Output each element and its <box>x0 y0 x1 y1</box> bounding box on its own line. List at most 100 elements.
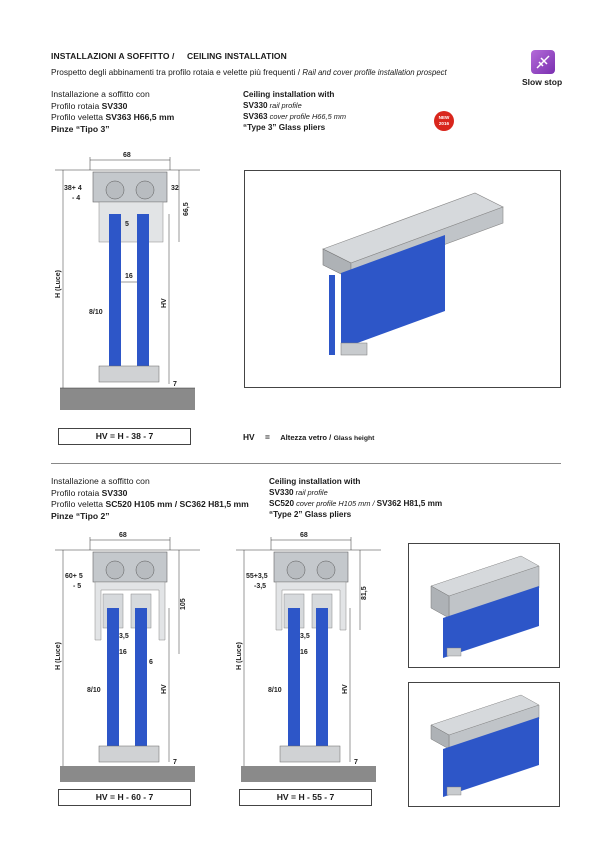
glass-left <box>109 214 121 372</box>
floor-guide <box>98 365 160 383</box>
s2-en-line3: SC520 cover profile H105 mm / SV362 H81,… <box>269 498 442 509</box>
section2-3d-view-bottom <box>408 682 560 807</box>
cover-profile-105 <box>94 581 166 641</box>
s2-en-line1: Ceiling installation with <box>269 477 361 486</box>
floor <box>60 766 195 782</box>
dim-60-a: 60+ 5 <box>65 573 83 580</box>
dim-5: 5 <box>125 221 129 228</box>
legend-en: Glass height <box>333 435 375 442</box>
dim-hluce: H (Luce) <box>55 642 62 670</box>
rail-profile <box>92 171 168 203</box>
s1-it-line3: Profilo veletta SV363 H66,5 mm <box>51 112 174 124</box>
dim-60-b: - 5 <box>73 583 81 590</box>
section2-right-formula: HV = H - 55 - 7 <box>239 789 372 806</box>
subtitle-italian: Prospetto degli abbinamenti tra profilo … <box>51 67 301 77</box>
dim-16: 16 <box>125 273 133 280</box>
section2-italian-text: Installazione a soffitto con Profilo rot… <box>51 476 249 522</box>
floor-guide-3d <box>340 342 368 356</box>
subtitle-english: Rail and cover profile installation pros… <box>302 68 447 77</box>
dim-105: 105 <box>180 598 187 610</box>
floor <box>60 388 195 410</box>
dim-hluce: H (Luce) <box>55 270 62 298</box>
s2-it-line3-a: Profilo veletta <box>51 499 106 509</box>
wheel-left <box>105 180 125 200</box>
glass-left <box>107 608 119 750</box>
s2-en-line2: SV330 rail profile <box>269 487 442 498</box>
s2-it-line3: Profilo veletta SC520 H105 mm / SC362 H8… <box>51 499 249 511</box>
s2-en-line2-b: rail profile <box>293 488 328 497</box>
section2-english-text: Ceiling installation with SV330 rail pro… <box>269 476 442 520</box>
s1-en-line3: SV363 cover profile H66,5 mm <box>243 111 346 122</box>
s2-it-line4: Pinze “Tipo 2” <box>51 510 110 521</box>
section1-formula: HV = H - 38 - 7 <box>58 428 191 445</box>
glass-right <box>135 608 147 750</box>
s1-it-line4: Pinze “Tipo 3” <box>51 123 110 134</box>
dim-55-b: -3,5 <box>254 583 266 590</box>
s1-en-line2: SV330 rail profile <box>243 100 346 111</box>
s1-it-line2-b: SV330 <box>101 100 128 111</box>
section2-left-formula: HV = H - 60 - 7 <box>58 789 191 806</box>
brand-label: Slow stop <box>522 77 563 87</box>
s1-en-line4: “Type 3” Glass pliers <box>243 123 326 132</box>
cover-profile-81-5 <box>275 581 347 631</box>
dim-7: 7 <box>354 759 358 766</box>
glass-right <box>137 214 149 372</box>
dim-8-10: 8/10 <box>87 687 101 694</box>
s1-en-line3-b: cover profile H66,5 mm <box>267 112 347 121</box>
dim-55-a: 55+3,5 <box>246 573 268 580</box>
section1-3d-view <box>244 170 561 388</box>
s1-it-line2-a: Profilo rotaia <box>51 100 102 111</box>
floor-guide <box>98 745 160 763</box>
dim-3-5: 3,5 <box>119 633 129 640</box>
dim-81-5: 81,5 <box>361 586 368 600</box>
s1-it-line3-b: SV363 H66,5 mm <box>105 112 175 122</box>
s1-it-line1: Installazione a soffitto con <box>51 89 150 99</box>
section2-left-drawing: 68 H (Luce) 60+ 5 - 5 105 3,5 16 6 8/10 … <box>55 532 200 782</box>
s2-en-line3-a: SC520 <box>269 499 295 508</box>
floor <box>241 766 376 782</box>
cover-profile <box>98 201 164 243</box>
legend-hv: HV <box>243 432 255 442</box>
slow-stop-icon <box>531 50 555 74</box>
dim-3-5: 3,5 <box>300 633 310 640</box>
rail-profile <box>92 551 168 583</box>
s1-en-line1: Ceiling installation with <box>243 90 335 99</box>
dim-7: 7 <box>173 381 177 388</box>
wheel-left <box>105 560 125 580</box>
s1-it-line3-a: Profilo veletta <box>51 112 106 122</box>
s2-en-line4: “Type 2” Glass pliers <box>269 510 352 519</box>
dim-68: 68 <box>123 152 131 159</box>
dim-68: 68 <box>119 532 127 539</box>
hv-legend: HV = Altezza vetro / Glass height <box>243 432 374 442</box>
dim-38-a: 38+ 4 <box>64 185 82 192</box>
legend-it: Altezza vetro / <box>280 433 332 442</box>
s2-it-line2-a: Profilo rotaia <box>51 487 102 498</box>
s2-it-line3-b: SC520 H105 mm / SC362 H81,5 mm <box>105 499 249 509</box>
glass-edge-3d <box>329 275 335 355</box>
s1-en-line3-a: SV363 <box>243 112 268 121</box>
section1-drawing: 68 H (Luce) 38+ 4 - 4 32 66,5 5 16 8/10 … <box>55 152 200 410</box>
s1-en-line2-a: SV330 <box>243 101 268 110</box>
section2-3d-view-top <box>408 543 560 668</box>
legend-eq: = <box>264 432 270 442</box>
s1-it-line2: Profilo rotaia SV330 <box>51 101 174 113</box>
dim-16: 16 <box>119 649 127 656</box>
section2-right-drawing: 68 H (Luce) 55+3,5 -3,5 81,5 3,5 16 8/10… <box>236 532 381 782</box>
dim-7: 7 <box>173 759 177 766</box>
glass-3d <box>341 235 445 349</box>
s2-en-line3-c: SV362 H81,5 mm <box>376 499 443 508</box>
glass-right <box>316 608 328 750</box>
title-english: CEILING INSTALLATION <box>186 51 287 61</box>
header-subtitle: Prospetto degli abbinamenti tra profilo … <box>51 67 447 77</box>
dim-hv: HV <box>342 684 349 694</box>
rail-profile <box>273 551 349 583</box>
wheel-left <box>286 560 306 580</box>
new-badge: NEW 2016 <box>434 111 454 131</box>
dim-6: 6 <box>149 659 153 666</box>
dim-hv: HV <box>161 684 168 694</box>
badge-line1: NEW <box>438 115 450 120</box>
glass-left <box>288 608 300 750</box>
dim-8-10: 8/10 <box>268 687 282 694</box>
dim-32: 32 <box>171 185 179 192</box>
floor-guide <box>279 745 341 763</box>
